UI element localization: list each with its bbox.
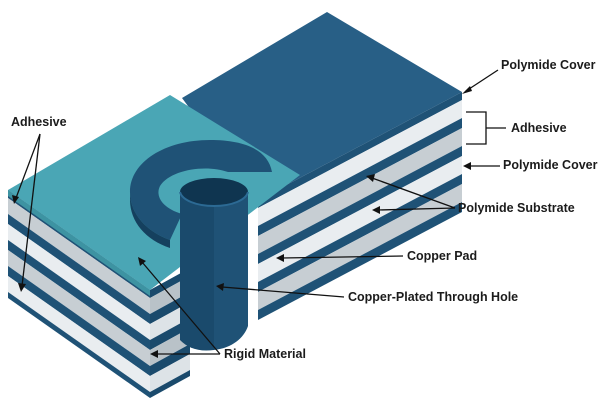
label-polymide-substrate: Polymide Substrate (458, 201, 575, 215)
label-polymide-cover-top: Polymide Cover (501, 58, 596, 72)
left-block-top-edge (8, 190, 150, 296)
through-hole-opening (180, 178, 248, 206)
copper-pad-shape (130, 140, 272, 240)
label-copper-pad: Copper Pad (407, 249, 477, 263)
copper-pad-rim (130, 192, 170, 248)
label-through-hole: Copper-Plated Through Hole (348, 290, 518, 304)
right-block-front-layers (258, 92, 462, 320)
through-hole-inner (214, 192, 248, 350)
label-adhesive-right: Adhesive (511, 121, 567, 135)
label-rigid-material: Rigid Material (224, 347, 306, 361)
label-adhesive-left: Adhesive (11, 115, 67, 129)
label-polymide-cover-mid: Polymide Cover (503, 158, 598, 172)
through-hole-barrel (180, 192, 214, 351)
through-hole-lip (179, 191, 249, 208)
